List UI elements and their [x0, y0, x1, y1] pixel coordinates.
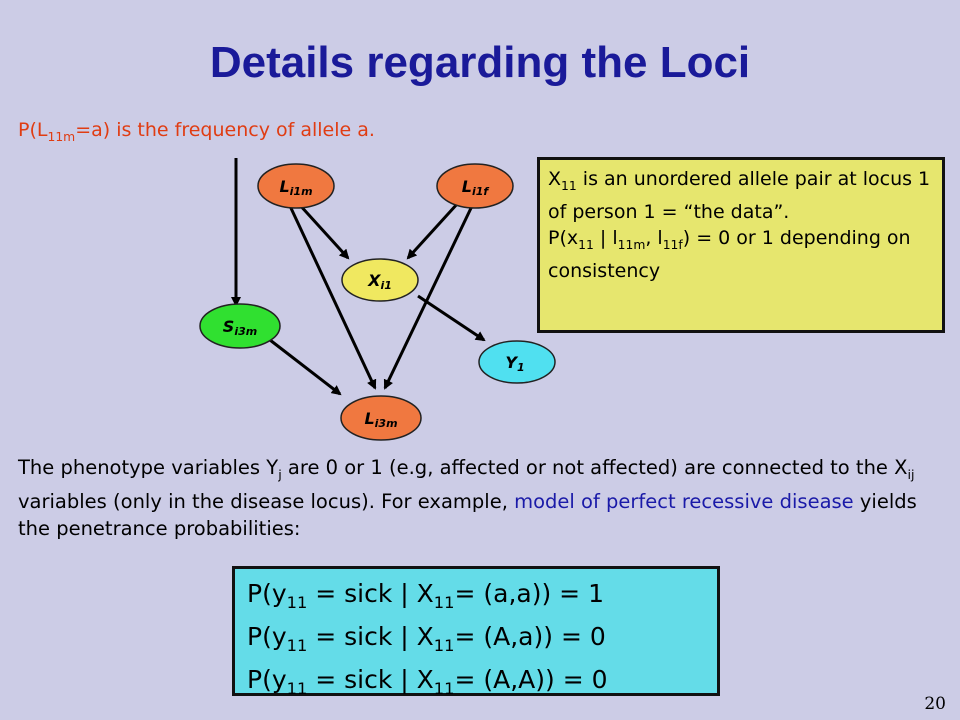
node-l-i3m: Li3m [340, 395, 422, 441]
edge-l-i1m-to-x-i1 [296, 201, 350, 260]
edge-s-i3m-to-l-i3m [269, 338, 342, 396]
node-l-i1m: Li1m [257, 163, 335, 209]
phenotype-paragraph: The phenotype variables Yj are 0 or 1 (e… [18, 456, 917, 540]
svg-text:Xi1: Xi1 [367, 271, 392, 292]
slide-title: Details regarding the Loci [209, 38, 751, 87]
penetrance-formula-box: P(y11 = sick | X11= (a,a)) = 1 P(y11 = s… [232, 566, 720, 698]
node-x-i1: Xi1 [341, 258, 419, 302]
svg-text:Li1f: Li1f [462, 177, 490, 198]
page-number: 20 [924, 694, 946, 714]
edge-l-i1f-to-x-i1 [406, 201, 460, 260]
formula-line: P(y11 = sick | X11= (A,A)) = 0 [247, 665, 608, 698]
svg-text:Y1: Y1 [505, 353, 524, 374]
formula-line: P(y11 = sick | X11= (a,a)) = 1 [247, 579, 604, 612]
edge-x-i1-to-y-1 [417, 294, 486, 342]
svg-text:Li1m: Li1m [279, 177, 312, 198]
edge-l-i1f-to-l-i3m [383, 205, 474, 390]
infobox-line-1: X11 is an unordered allele pair at locus… [548, 168, 931, 223]
node-y-1: Y1 [478, 340, 556, 384]
frequency-note: P(L11m=a) is the frequency of allele a. [18, 119, 375, 144]
data-explanation-box: X11 is an unordered allele pair at locus… [537, 157, 945, 333]
recessive-model-highlight: model of perfect recessive disease [514, 489, 854, 513]
svg-text:Si3m: Si3m [223, 317, 257, 338]
svg-text:Li3m: Li3m [364, 409, 397, 430]
edge-l-i1m-to-l-i3m [288, 205, 377, 390]
formula-line: P(y11 = sick | X11= (A,a)) = 0 [247, 622, 606, 655]
node-l-i1f: Li1f [436, 163, 514, 209]
node-s-i3m: Si3m [199, 303, 281, 349]
infobox-line-2: P(x11 | l11m, l11f) = 0 or 1 depending o… [548, 226, 911, 282]
